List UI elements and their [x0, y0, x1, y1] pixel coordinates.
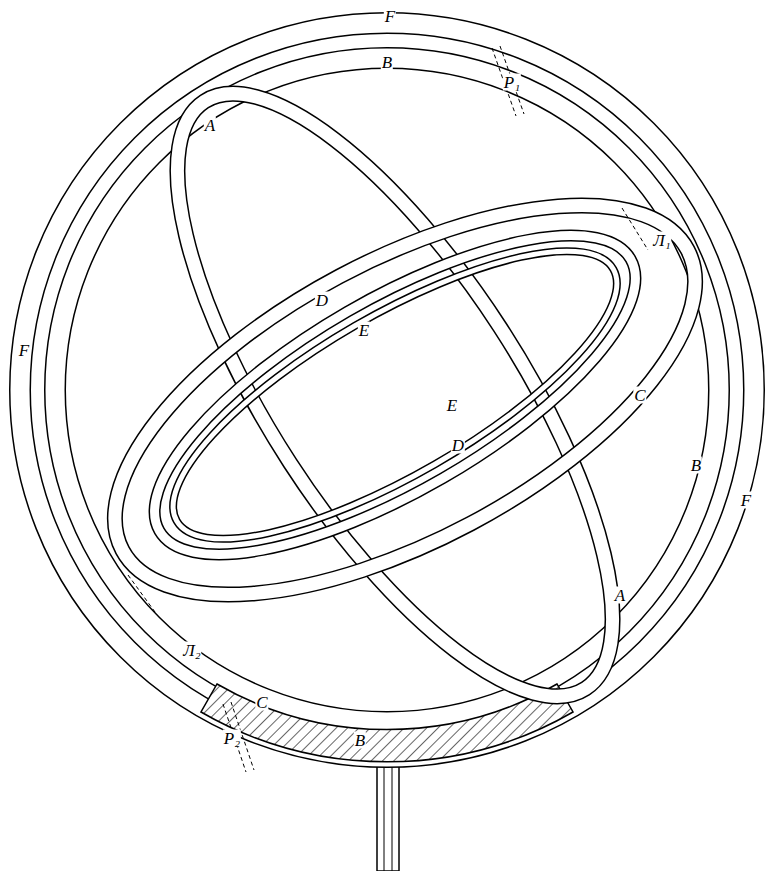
part-letter: F	[740, 492, 752, 509]
ring-e	[137, 200, 653, 591]
stand-post	[377, 760, 399, 871]
ring-d	[111, 176, 678, 614]
part-letter: A	[614, 587, 626, 604]
part-letter: F	[384, 8, 396, 25]
part-letter: Л₂	[182, 642, 201, 659]
part-letter: Л₁	[652, 232, 671, 249]
part-letter: D	[315, 292, 329, 309]
part-letter: B	[381, 54, 393, 71]
part-letter: E	[446, 397, 458, 414]
ring-c	[57, 126, 754, 674]
part-letter: E	[358, 322, 370, 339]
part-letter: P₂	[223, 730, 241, 747]
outer-ring	[20, 23, 754, 757]
part-letter: C	[255, 694, 268, 711]
part-letter: B	[690, 457, 702, 474]
part-letter: P₁	[503, 74, 521, 91]
part-letter: C	[633, 387, 646, 404]
part-letter: A	[204, 117, 216, 134]
part-letter: B	[354, 732, 366, 749]
part-letter: F	[18, 342, 30, 359]
part-letter: D	[451, 437, 465, 454]
pivot-axes	[128, 46, 648, 772]
